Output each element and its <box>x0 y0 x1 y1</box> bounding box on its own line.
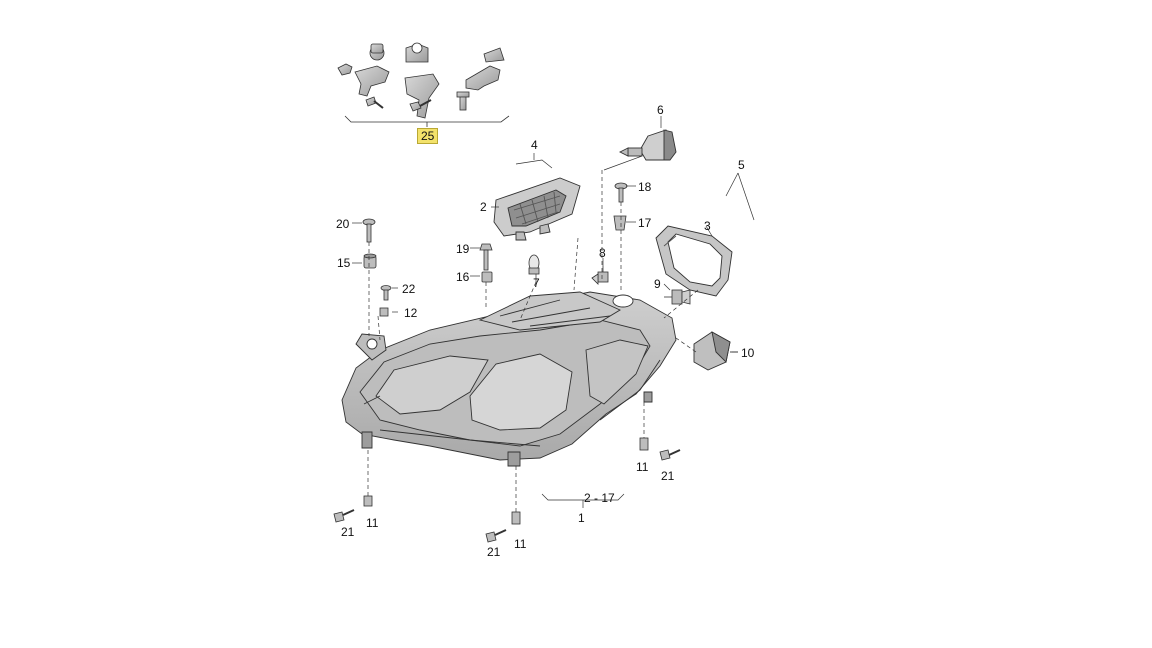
callout-7: 7 <box>533 276 540 290</box>
callout-19: 19 <box>456 242 470 256</box>
leader-lines <box>352 116 755 512</box>
callout-16: 16 <box>456 270 470 284</box>
clip-part <box>337 63 353 76</box>
callout-3: 3 <box>704 219 711 233</box>
callout-5: 5 <box>738 158 745 172</box>
callout-6: 6 <box>657 103 664 117</box>
part-7-small-bulb <box>528 254 540 275</box>
part-10-control-unit <box>693 331 738 371</box>
part-9-bulb <box>664 289 691 305</box>
callout-2-17: 2 - 17 <box>584 491 615 505</box>
callout-18: 18 <box>638 180 652 194</box>
bracket-right <box>465 65 501 91</box>
callout-11-bottom: 11 <box>514 537 527 551</box>
callout-10: 10 <box>741 346 755 360</box>
callout-20: 20 <box>336 217 350 231</box>
callout-8: 8 <box>599 246 606 260</box>
callout-1: 1 <box>578 511 585 525</box>
headlamp-housing <box>341 291 677 467</box>
kit-bracket-line <box>344 115 510 123</box>
fasteners <box>333 182 681 543</box>
part-6-bulb-socket <box>618 129 677 161</box>
callout-25: 25 <box>417 128 439 144</box>
callout-12: 12 <box>404 306 418 320</box>
part-3-frame <box>655 225 733 297</box>
mounting-kit-group <box>337 42 505 119</box>
bracket-middle <box>404 73 440 119</box>
callout-21-left: 21 <box>341 525 355 539</box>
callout-2: 2 <box>480 200 487 214</box>
callout-4: 4 <box>531 138 538 152</box>
callout-11-right: 11 <box>636 460 649 474</box>
callout-15: 15 <box>337 256 351 270</box>
callout-17: 17 <box>638 216 652 230</box>
part-2-cover <box>493 177 581 241</box>
callout-9: 9 <box>654 277 661 291</box>
callout-21-bottom: 21 <box>487 545 501 559</box>
callout-22: 22 <box>402 282 416 296</box>
callout-11-left: 11 <box>366 516 379 530</box>
bracket-left <box>354 65 390 97</box>
callout-21-right: 21 <box>661 469 675 483</box>
part-8-bulb <box>591 266 609 285</box>
